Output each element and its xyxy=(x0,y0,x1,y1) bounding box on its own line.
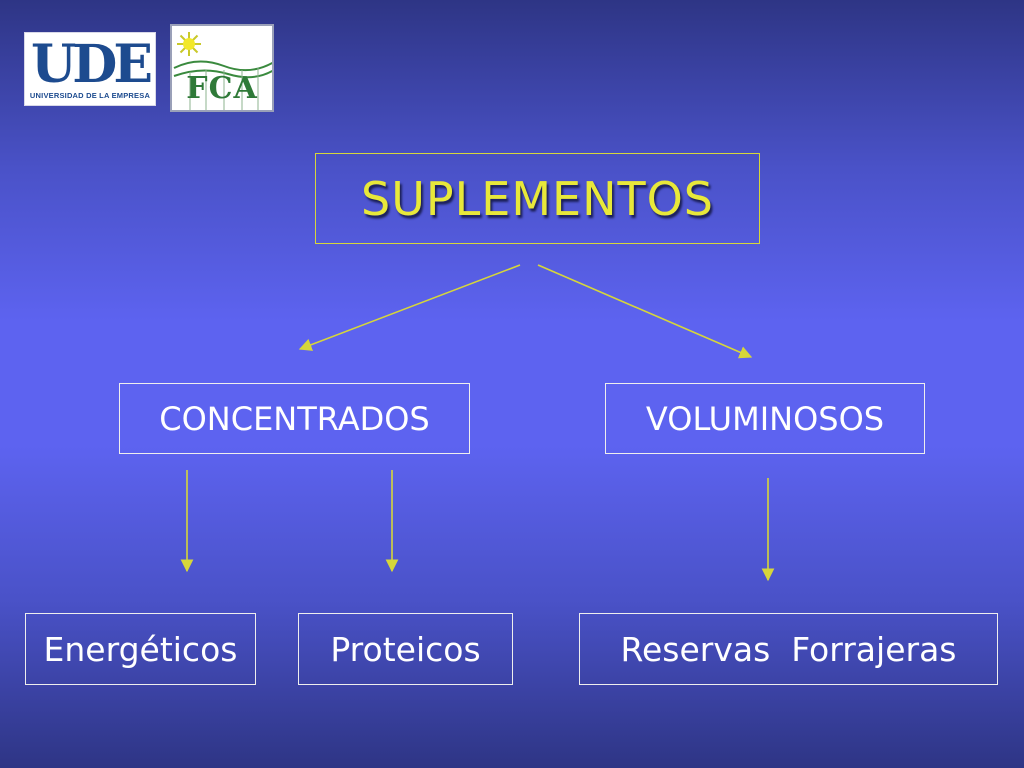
node-concentrados: CONCENTRADOS xyxy=(119,383,470,454)
title-node: SUPLEMENTOS xyxy=(315,153,760,244)
node-voluminosos-label: VOLUMINOSOS xyxy=(645,399,885,438)
fca-logo-text: FCA xyxy=(186,71,258,106)
node-proteicos: Proteicos xyxy=(298,613,513,685)
fca-logo-graphic xyxy=(173,32,272,110)
node-reservas-forrajeras-label: Reservas Forrajeras xyxy=(620,629,957,669)
node-concentrados-label: CONCENTRADOS xyxy=(159,399,430,438)
arrow-to-concentrados xyxy=(298,264,521,351)
field-grid-icon xyxy=(189,68,259,110)
node-reservas-forrajeras: Reservas Forrajeras xyxy=(579,613,998,685)
diagram-title: SUPLEMENTOS xyxy=(361,171,714,226)
node-proteicos-label: Proteicos xyxy=(330,629,481,669)
node-voluminosos: VOLUMINOSOS xyxy=(605,383,925,454)
ude-logo: UDE UNIVERSIDAD DE LA EMPRESA xyxy=(24,32,156,106)
ude-logo-subtitle: UNIVERSIDAD DE LA EMPRESA xyxy=(29,91,151,100)
node-energeticos-label: Energéticos xyxy=(43,629,238,669)
ude-logo-text: UDE xyxy=(30,34,153,95)
hill-lines-icon xyxy=(173,60,272,79)
node-energeticos: Energéticos xyxy=(25,613,256,685)
sun-icon xyxy=(177,32,201,56)
fca-logo: FCA xyxy=(170,24,274,112)
arrow-to-voluminosos xyxy=(537,264,753,359)
